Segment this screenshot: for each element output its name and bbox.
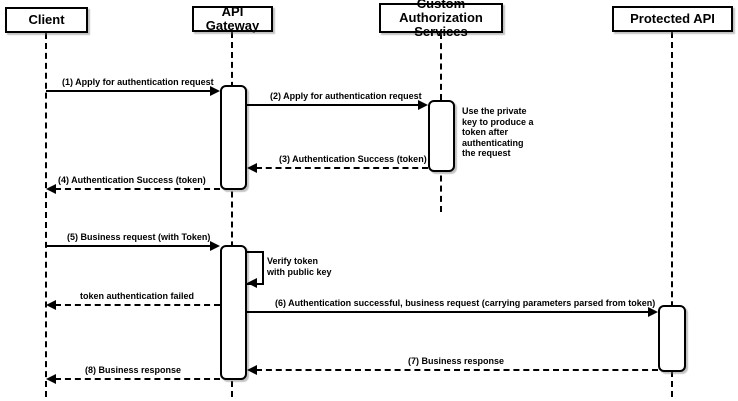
message-label-7: (6) Authentication successful, business … (275, 298, 656, 308)
message-label-9: (8) Business response (85, 365, 182, 375)
actor-box-gateway: API Gateway (192, 5, 273, 33)
message-arrow-line-8 (256, 369, 658, 371)
activation-protected-api (658, 305, 686, 372)
self-message-arrowhead (247, 278, 257, 288)
message-label-8: (7) Business response (408, 356, 505, 366)
message-arrow-line-2 (247, 104, 419, 106)
message-label-1: (1) Apply for authentication request (62, 77, 214, 87)
message-arrow-line-4 (55, 188, 220, 190)
activation-gateway-auth (220, 85, 247, 190)
message-arrow-line-9 (55, 378, 220, 380)
message-arrow-line-1 (46, 90, 211, 92)
message-label-2: (2) Apply for authentication request (270, 91, 422, 101)
message-arrowhead-8 (247, 365, 257, 375)
message-label-5: (5) Business request (with Token) (67, 232, 211, 242)
message-arrowhead-2 (418, 100, 428, 110)
message-label-6: token authentication failed (80, 291, 195, 301)
activation-gateway-business (220, 245, 247, 380)
message-arrowhead-4 (46, 184, 56, 194)
message-arrow-line-3 (256, 167, 428, 169)
message-arrowhead-5 (210, 241, 220, 251)
actor-box-protected_api: Protected API (612, 6, 733, 32)
message-label-3: (3) Authentication Success (token) (279, 154, 427, 164)
activation-custom-auth (428, 100, 455, 172)
self-message-label: Verify token with public key (267, 256, 332, 277)
lifeline-gateway (231, 32, 233, 397)
message-arrowhead-9 (46, 374, 56, 384)
message-arrowhead-7 (648, 307, 658, 317)
message-arrowhead-3 (247, 163, 257, 173)
actor-box-custom_auth: Custom Authorization Services (379, 0, 503, 39)
message-arrowhead-1 (210, 86, 220, 96)
message-label-4: (4) Authentication Success (token) (58, 175, 206, 185)
message-arrow-line-6 (55, 304, 220, 306)
message-arrow-line-5 (46, 245, 211, 247)
message-arrow-line-7 (247, 311, 649, 313)
actor-box-client: Client (5, 7, 88, 33)
lifeline-client (45, 33, 47, 397)
message-arrowhead-6 (46, 300, 56, 310)
lifeline-protected_api (671, 32, 673, 397)
note-private-key: Use the private key to produce a token a… (462, 106, 534, 158)
